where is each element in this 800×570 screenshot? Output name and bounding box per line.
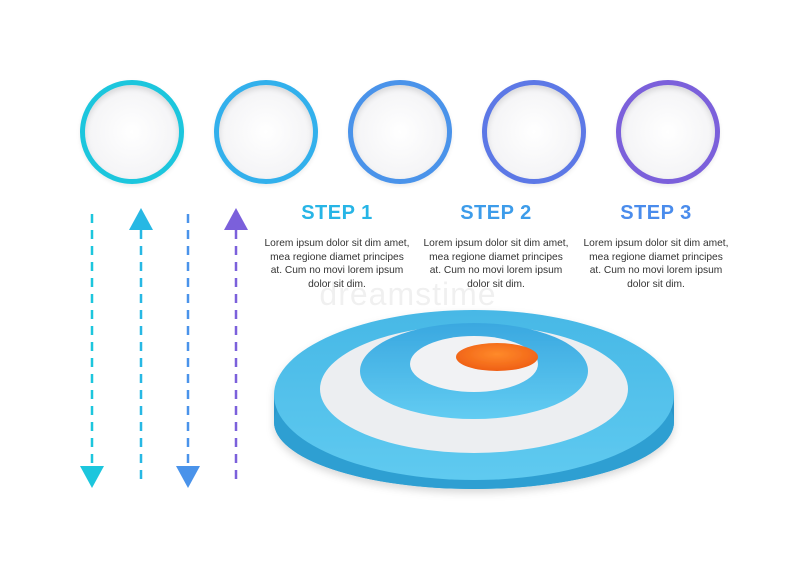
step-3-body: Lorem ipsum dolor sit dim amet, mea regi… xyxy=(583,238,729,290)
arrow-up-icon xyxy=(129,208,153,230)
step-2: STEP 2 Lorem ipsum dolor sit dim amet, m… xyxy=(421,202,571,291)
step-2-title: STEP 2 xyxy=(460,202,532,224)
step-circle-2 xyxy=(214,80,318,184)
arrow-down-icon xyxy=(176,466,200,488)
step-circle-1 xyxy=(80,80,184,184)
step-1-body: Lorem ipsum dolor sit dim amet, mea regi… xyxy=(264,238,410,290)
step-2-body: Lorem ipsum dolor sit dim amet, mea regi… xyxy=(423,238,569,290)
arrow-up-1 xyxy=(129,208,153,484)
arrow-up-icon xyxy=(224,208,248,230)
arrow-down-1 xyxy=(80,214,104,488)
step-circle-5 xyxy=(616,80,720,184)
step-3: STEP 3 Lorem ipsum dolor sit dim amet, m… xyxy=(581,202,731,291)
step-circle-3 xyxy=(348,80,452,184)
arrow-down-2 xyxy=(176,214,200,488)
arrow-up-2 xyxy=(224,208,248,484)
bullseye xyxy=(456,343,538,371)
step-3-title: STEP 3 xyxy=(620,202,692,224)
step-1: STEP 1 Lorem ipsum dolor sit dim amet, m… xyxy=(262,202,412,291)
step-circle-4 xyxy=(482,80,586,184)
target-icon xyxy=(274,310,674,489)
step-1-title: STEP 1 xyxy=(301,202,373,224)
arrow-down-icon xyxy=(80,466,104,488)
